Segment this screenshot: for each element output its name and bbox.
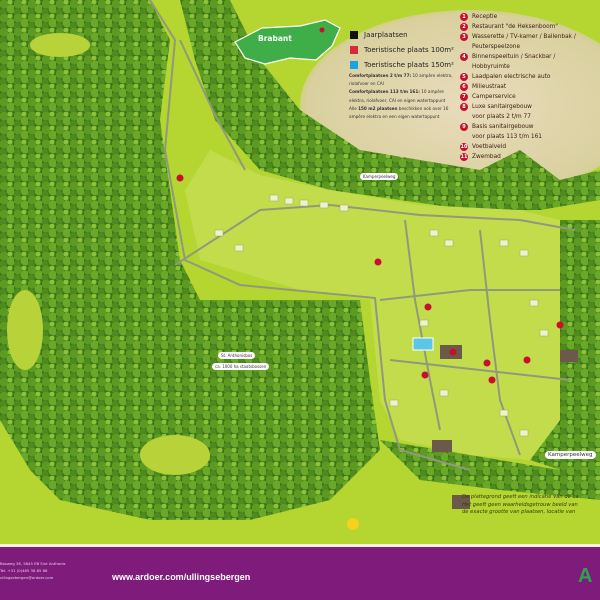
- legend-swatch: [350, 60, 358, 69]
- poi-item: 2 Restaurant "de Heksenboom": [460, 22, 576, 32]
- poi-number-badge: 11: [460, 153, 468, 161]
- email-link[interactable]: ullingsebergen@ardoer.com: [0, 575, 54, 580]
- poi-label: Peuterspeelzone: [472, 44, 521, 50]
- province-label: Brabant: [258, 34, 292, 43]
- poi-markers: [176, 174, 564, 384]
- poi-number-badge: 6: [460, 83, 468, 91]
- poi-label: Basis sanitairgebouw: [472, 124, 534, 130]
- poi-label: Zwembad: [472, 154, 501, 160]
- poi-item: voor plaats 113 t/m 161: [460, 132, 576, 142]
- disclaimer-line: De plattegrond geeft een indicatie van d…: [462, 494, 579, 500]
- sun-icon: [347, 518, 359, 530]
- forest-label-size: ca. 1000 ha staatsbossen: [212, 363, 270, 370]
- poi-number-badge: 4: [460, 53, 468, 61]
- poi-label: Receptie: [472, 14, 498, 20]
- legend-label: Jaarplaatsen: [364, 30, 408, 39]
- swimming-pool: [412, 337, 434, 351]
- camping-fields: [185, 150, 560, 460]
- legend-item: Toeristische plaats 100m²: [350, 42, 454, 57]
- poi-number-badge: 2: [460, 23, 468, 31]
- legend-label: Toeristische plaats 150m²: [364, 60, 454, 69]
- poi-number-badge: 3: [460, 33, 468, 41]
- poi-item: 4 Binnenspeeltuin / Snackbar /: [460, 52, 576, 62]
- forest-west: [0, 0, 380, 520]
- poi-item: 5 Laadpalen electrische auto: [460, 72, 576, 82]
- poi-item: Hobbyruimte: [460, 62, 576, 72]
- poi-label: Milieustraat: [472, 84, 507, 90]
- contact-address: Bosweg 36, 5845 EB Sint Anthonis Tel. +3…: [0, 560, 66, 581]
- poi-item: 1 Receptie: [460, 12, 576, 22]
- poi-item: voor plaats 2 t/m 77: [460, 112, 576, 122]
- address-line: Bosweg 36, 5845 EB Sint Anthonis: [0, 561, 66, 566]
- pitch-notes: Comfortplaatsen 2 t/m 77: 10 ampère elek…: [349, 72, 461, 121]
- legend-item: Toeristische plaats 150m²: [350, 57, 454, 72]
- poi-label: Restaurant "de Heksenboom": [472, 24, 558, 30]
- legend-swatch: [350, 30, 358, 39]
- clearing-area: [300, 10, 600, 200]
- road-label: Kamperpeelweg: [545, 451, 596, 459]
- poi-number-badge: 8: [460, 103, 468, 111]
- legend-item: Jaarplaatsen: [350, 27, 454, 42]
- forest-label-name: St. Anthonisbos: [218, 352, 256, 359]
- disclaimer-line: de exacte grootte van plaatsen, locatie …: [462, 509, 576, 515]
- campsite-map: [0, 0, 600, 530]
- poi-label: Voetbalveld: [472, 144, 507, 150]
- road-label: Kamperpeelweg: [360, 173, 399, 180]
- poi-label: voor plaats 113 t/m 161: [472, 134, 542, 140]
- poi-item: 9 Basis sanitairgebouw: [460, 122, 576, 132]
- brabant-province-shape: [234, 19, 341, 65]
- poi-item: 7 Camperservice: [460, 92, 576, 102]
- disclaimer-line: Het geeft geen waarheidsgetrouw beeld va…: [462, 501, 578, 508]
- building: [452, 495, 470, 509]
- note: Alle 150 m2 plaatsen beschikken ook over…: [349, 105, 449, 120]
- ardoer-logo: A: [578, 565, 593, 587]
- note: Comfortplaatsen 113 t/m 161: 10 ampère e…: [349, 89, 446, 103]
- poi-label: Luxe sanitairgebouw: [472, 104, 532, 110]
- disclaimer: De plattegrond geeft een indicatie van d…: [462, 494, 579, 517]
- location-marker-icon: [319, 27, 325, 33]
- points-of-interest-list: 1 Receptie 2 Restaurant "de Heksenboom" 3 Was…: [460, 12, 576, 162]
- poi-item: Peuterspeelzone: [460, 42, 576, 52]
- poi-item: 3 Wasserette / TV-kamer / Ballenbak /: [460, 32, 576, 42]
- footer: Bosweg 36, 5845 EB Sint Anthonis Tel. +3…: [0, 544, 600, 600]
- poi-label: Camperservice: [472, 94, 516, 100]
- poi-label: Wasserette / TV-kamer / Ballenbak /: [472, 34, 576, 40]
- forest-south: [380, 440, 600, 500]
- poi-number-badge: 9: [460, 123, 468, 131]
- roads: [149, 0, 576, 471]
- poi-number-badge: 7: [460, 93, 468, 101]
- pitches: [214, 194, 549, 437]
- building: [560, 350, 578, 362]
- poi-number-badge: 5: [460, 73, 468, 81]
- phone: Tel. +31 (0)485 38 85 66: [0, 568, 48, 573]
- poi-item: 11 Zwembad: [460, 152, 576, 162]
- building: [432, 440, 452, 452]
- poi-label: Laadpalen electrische auto: [472, 74, 551, 80]
- legend-label: Toeristische plaats 100m²: [364, 45, 454, 54]
- poi-label: Hobbyruimte: [472, 64, 510, 70]
- legend: Jaarplaatsen Toeristische plaats 100m² T…: [350, 27, 454, 72]
- poi-label: voor plaats 2 t/m 77: [472, 114, 531, 120]
- legend-swatch: [350, 45, 358, 54]
- poi-item: 10 Voetbalveld: [460, 142, 576, 152]
- note: Comfortplaatsen 2 t/m 77: 10 ampère elek…: [349, 73, 453, 87]
- poi-item: 8 Luxe sanitairgebouw: [460, 102, 576, 112]
- poi-number-badge: 10: [460, 143, 468, 151]
- poi-item: 6 Milieustraat: [460, 82, 576, 92]
- website-link[interactable]: www.ardoer.com/ullingsebergen: [112, 572, 251, 582]
- poi-number-badge: 1: [460, 13, 468, 21]
- poi-label: Binnenspeeltuin / Snackbar /: [472, 54, 556, 60]
- forest-north: [180, 0, 600, 210]
